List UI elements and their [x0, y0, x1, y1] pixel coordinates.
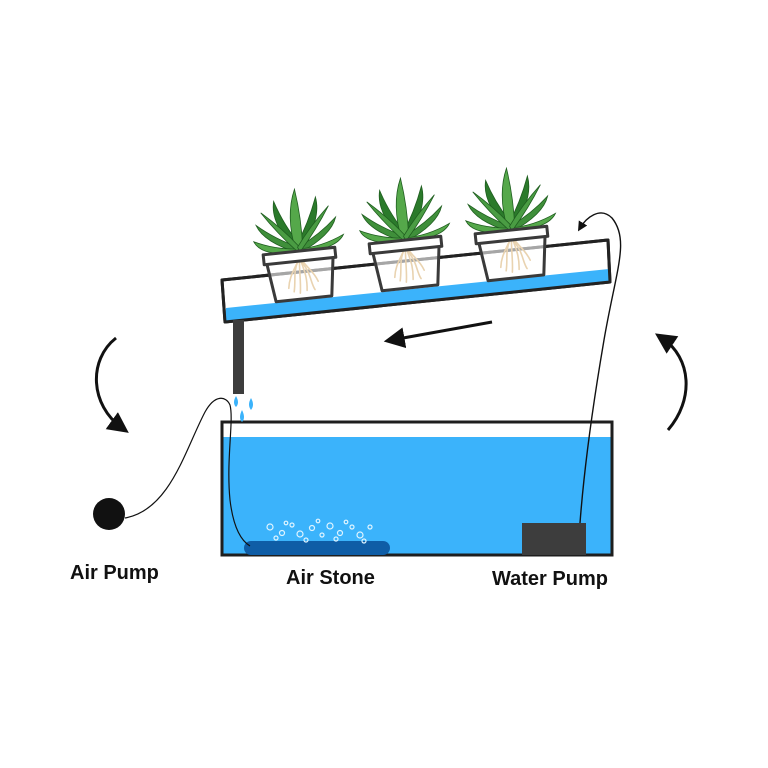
water-supply-tube [577, 212, 622, 524]
curved-arrow-right-icon [655, 333, 688, 431]
flow-direction-arrow [383, 320, 493, 349]
air-pump-label: Air Pump [70, 562, 159, 584]
water-pump [522, 523, 586, 555]
air-bubbles [266, 518, 373, 544]
air-stone-label: Air Stone [286, 567, 375, 589]
drain-pipe [233, 320, 244, 394]
reservoir-tank [220, 420, 614, 557]
water-drops [234, 396, 253, 422]
water-pump-label: Water Pump [492, 568, 608, 590]
curved-arrow-left-icon [94, 336, 129, 433]
air-stone [244, 518, 390, 555]
air-tube [124, 397, 251, 547]
air-pump [93, 498, 125, 530]
